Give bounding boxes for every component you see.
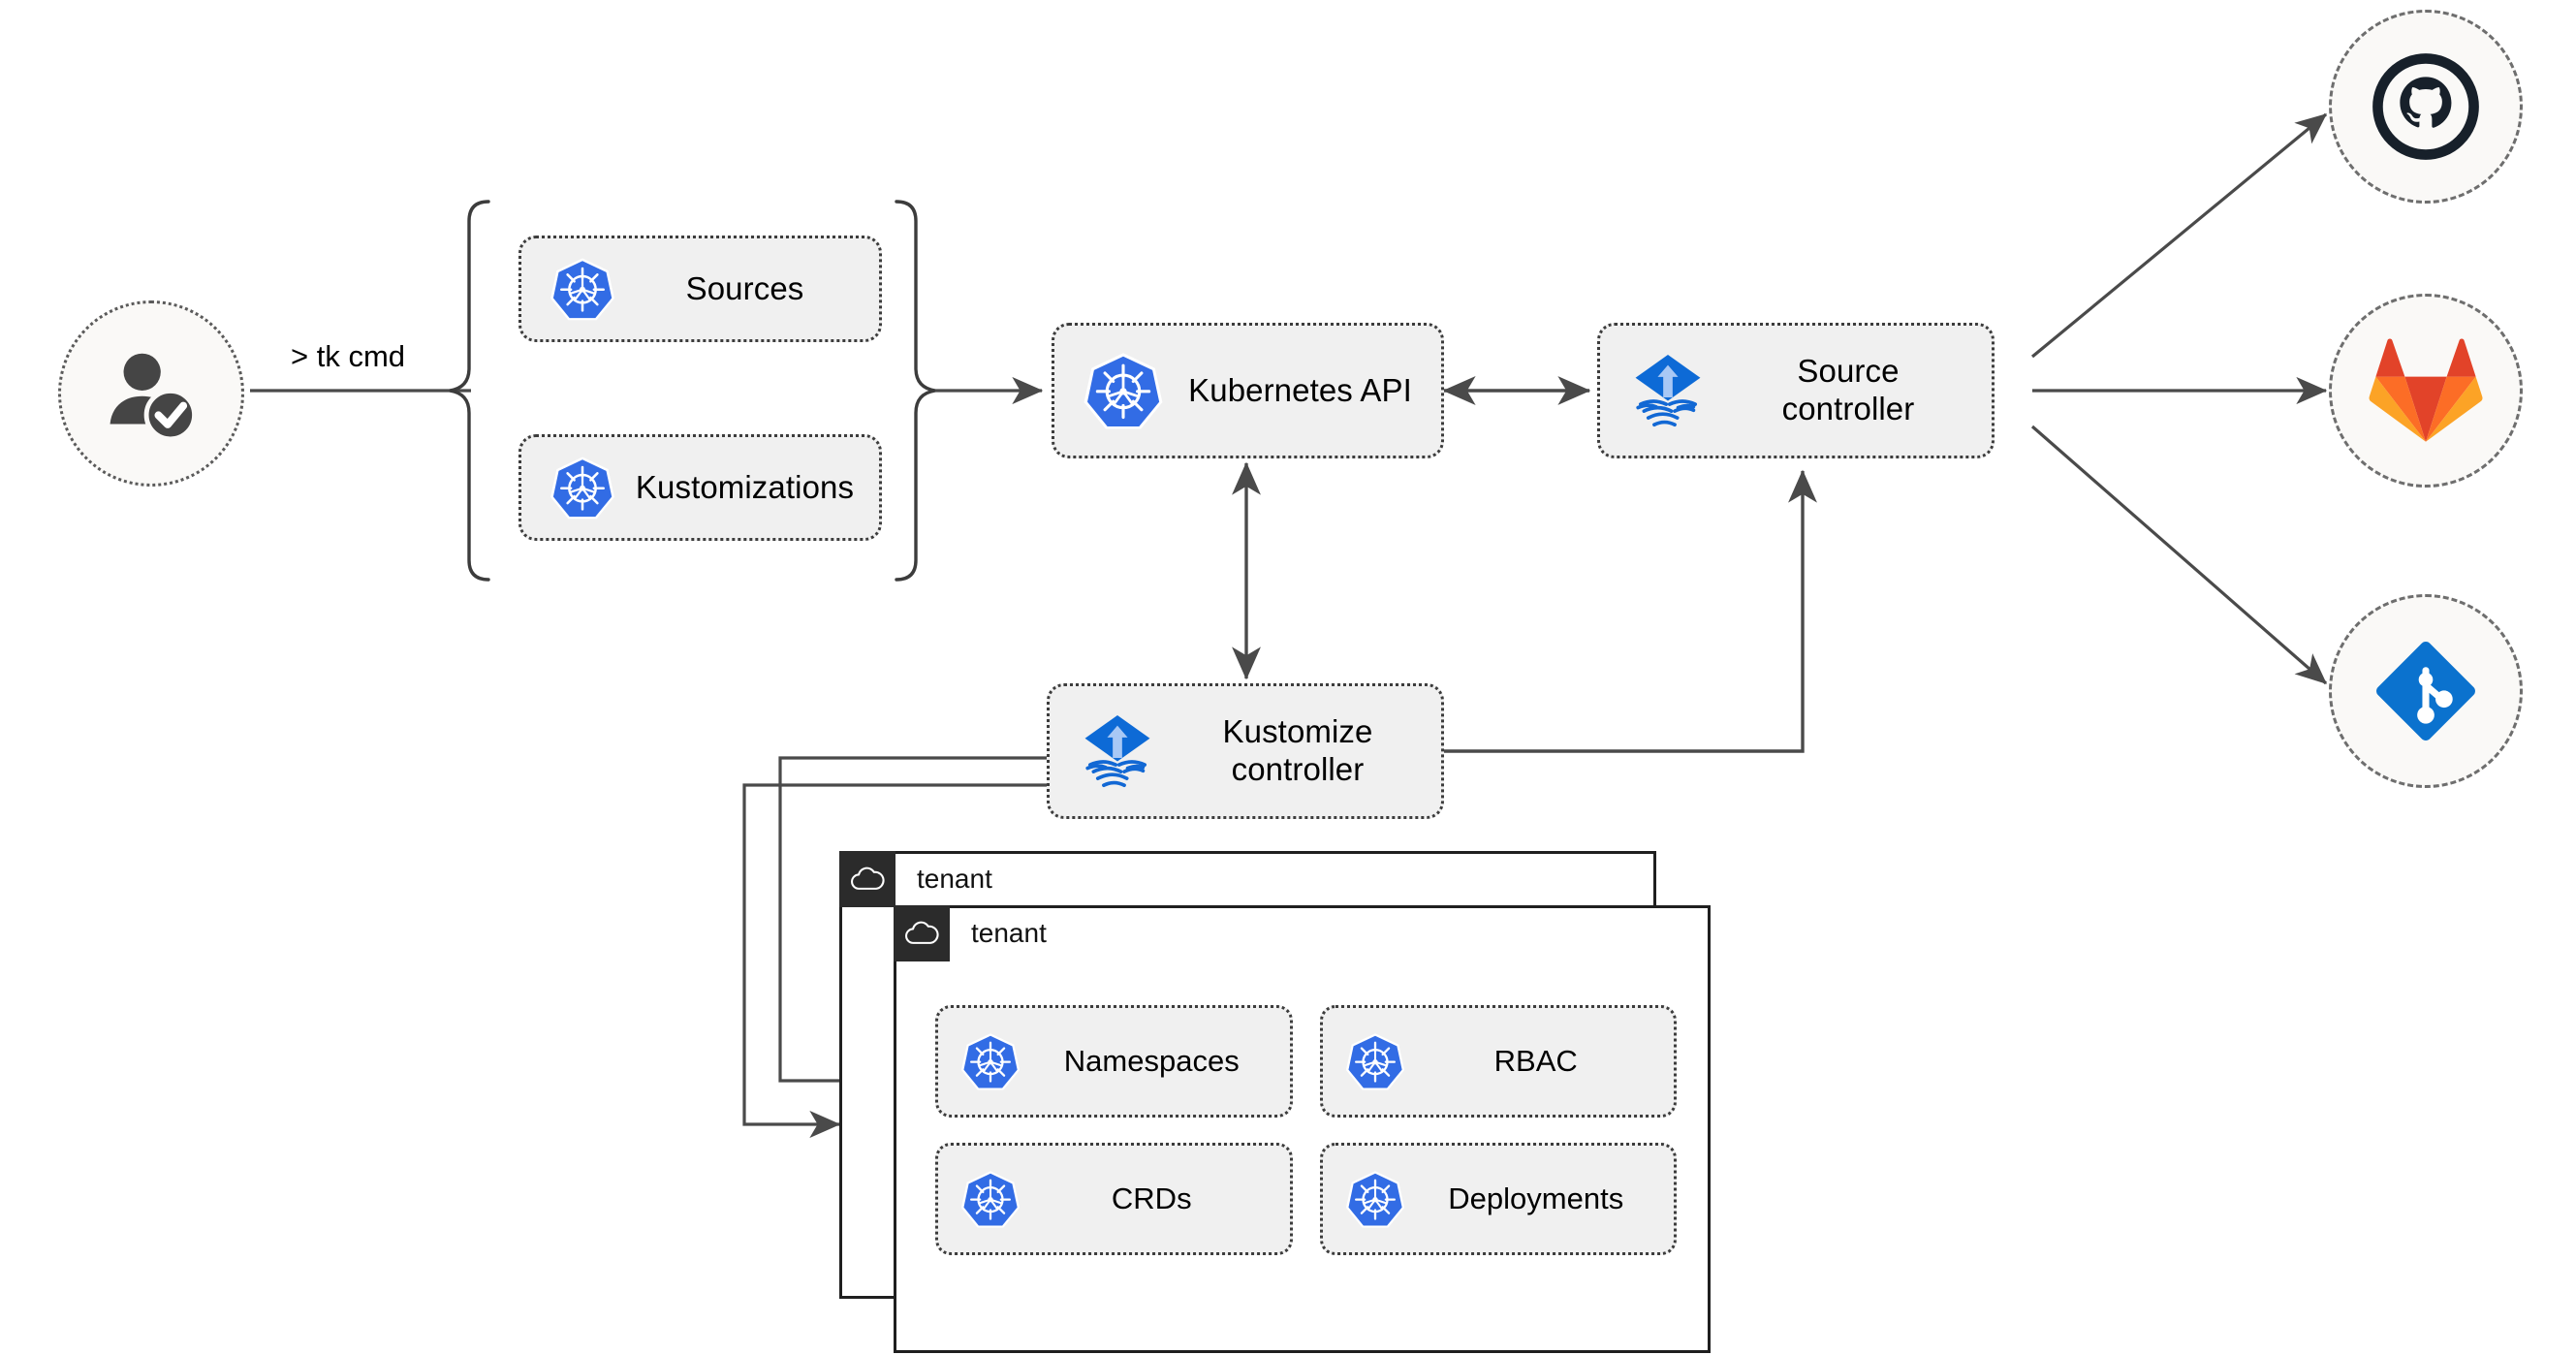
tenant-label: tenant xyxy=(971,918,1047,948)
kubernetes-api-label: Kubernetes API xyxy=(1188,371,1412,408)
kubernetes-icon xyxy=(1082,349,1165,432)
kubernetes-icon xyxy=(1344,1030,1406,1092)
resource-box-sources[interactable]: Sources xyxy=(518,236,882,342)
actor-user[interactable] xyxy=(58,300,244,487)
cloud-icon xyxy=(839,851,895,907)
kubernetes-icon xyxy=(549,454,616,521)
user-check-icon xyxy=(110,353,198,442)
tenant-header: tenant xyxy=(894,905,1047,961)
gitlab-icon xyxy=(2369,338,2483,442)
kubernetes-api-box[interactable]: Kubernetes API xyxy=(1052,323,1444,458)
provider-github[interactable] xyxy=(2329,10,2523,204)
resource-box-kustomizations[interactable]: Kustomizations xyxy=(518,434,882,541)
kubernetes-icon xyxy=(959,1168,1021,1230)
tenant-resource-deployments[interactable]: Deployments xyxy=(1319,1143,1677,1255)
kustomize-controller-label: Kustomize controller xyxy=(1222,713,1373,787)
tenant-resource-label: RBAC xyxy=(1493,1044,1578,1078)
provider-gitlab[interactable] xyxy=(2329,294,2523,488)
command-label: > tk cmd xyxy=(291,339,406,373)
tenant-resource-label: Deployments xyxy=(1448,1182,1624,1215)
cloud-icon xyxy=(894,905,950,961)
tenant-resource-label: CRDs xyxy=(1111,1182,1192,1215)
flux-icon xyxy=(1625,348,1711,433)
tenant-resource-crds[interactable]: CRDs xyxy=(935,1143,1293,1255)
tenant-label: tenant xyxy=(917,864,992,894)
kustomize-controller-box[interactable]: Kustomize controller xyxy=(1047,683,1444,819)
tenant-resource-grid: Namespaces xyxy=(935,1005,1677,1255)
provider-git[interactable] xyxy=(2329,594,2523,788)
flux-icon xyxy=(1075,709,1160,794)
tenant-header: tenant xyxy=(839,851,992,907)
resource-label: Kustomizations xyxy=(635,468,855,505)
tenant-resource-namespaces[interactable]: Namespaces xyxy=(935,1005,1293,1118)
github-icon xyxy=(2372,53,2479,160)
kubernetes-icon xyxy=(959,1030,1021,1092)
git-icon xyxy=(2376,642,2475,741)
resource-label: Sources xyxy=(685,269,804,306)
tenant-window-2[interactable]: tenant xyxy=(894,905,1711,1353)
source-controller-box[interactable]: Source controller xyxy=(1597,323,1995,458)
kubernetes-icon xyxy=(549,255,616,323)
tenant-resource-rbac[interactable]: RBAC xyxy=(1319,1005,1677,1118)
kubernetes-icon xyxy=(1344,1168,1406,1230)
source-controller-label: Source controller xyxy=(1781,353,1915,426)
tenant-resource-label: Namespaces xyxy=(1063,1044,1240,1078)
